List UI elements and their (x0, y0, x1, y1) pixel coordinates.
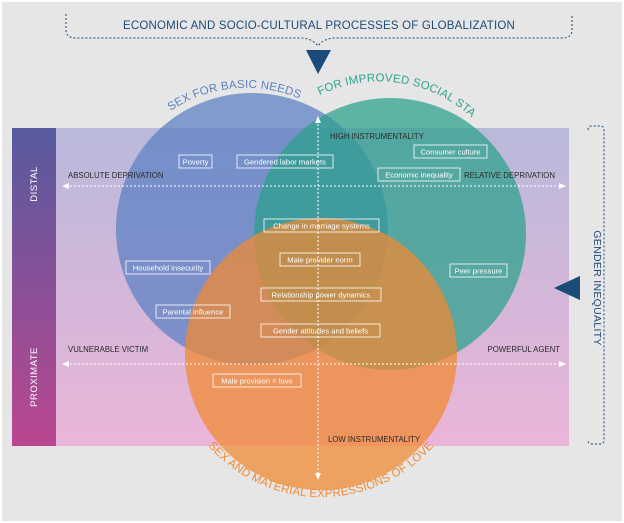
gender-inequality-label: GENDER INEQUALITY (591, 230, 603, 345)
vertical-axis-top-arrow (315, 116, 321, 123)
factor-poverty: Poverty (183, 158, 209, 167)
upper-axis-left-arrow (62, 183, 69, 189)
upper-axis-right-arrow (559, 183, 566, 189)
lower-axis-left-arrow (62, 361, 69, 367)
lower-axis-right-arrow (559, 361, 566, 367)
axis-absolute-deprivation: ABSOLUTE DEPRIVATION (68, 171, 163, 180)
distal-label: DISTAL (29, 166, 40, 202)
factor-consumer-culture: Consumer culture (421, 148, 481, 157)
distal-proximate-bar (12, 128, 56, 446)
factor-gendered-labor-markets: Gendered labor markets (244, 158, 326, 167)
factor-male-provision-love: Male provision = love (221, 377, 293, 386)
axis-relative-deprivation: RELATIVE DEPRIVATION (464, 171, 555, 180)
axis-vulnerable-victim: VULNERABLE VICTIM (68, 345, 148, 354)
axis-powerful-agent: POWERFUL AGENT (488, 345, 561, 354)
factor-box-gender-attitudes (260, 323, 381, 338)
factor-box-household-insecurity (125, 260, 211, 275)
factor-box-consumer-culture (413, 144, 488, 159)
factor-peer-pressure: Peer pressure (455, 267, 503, 276)
axis-low-instrumentality: LOW INSTRUMENTALITY (328, 435, 421, 444)
vertical-axis-bottom-arrow (315, 473, 321, 480)
axis-high-instrumentality: HIGH INSTRUMENTALITY (330, 132, 425, 141)
factor-male-provider-norm: Male provider norm (287, 256, 352, 265)
proximate-label: PROXIMATE (29, 347, 40, 407)
factor-parental-influence: Parental influence (163, 308, 224, 317)
factor-box-male-provision-love (212, 373, 302, 388)
factor-box-peer-pressure (449, 263, 508, 278)
factor-box-power-dynamics (260, 287, 382, 302)
factor-relationship-power-dynamics: Relationship power dynamics (272, 291, 371, 300)
factor-economic-inequality: Economic inequality (385, 171, 453, 180)
factor-box-parental-influence (155, 304, 231, 319)
header-title: ECONOMIC AND SOCIO-CULTURAL PROCESSES OF… (123, 20, 515, 32)
gender-inequality-brace (587, 125, 605, 445)
factor-box-gendered-labor (236, 154, 334, 169)
factor-box-marriage (263, 218, 380, 233)
circle-love (185, 218, 457, 490)
gender-inequality-arrow-icon (554, 276, 580, 300)
factor-box-economic-inequality (377, 167, 461, 182)
factor-box-male-provider (279, 252, 361, 267)
factor-change-in-marriage-systems: Change in marriage systems (273, 222, 370, 231)
factor-gender-attitudes-and-beliefs: Gender attitudes and beliefs (273, 327, 368, 336)
factor-household-insecurity: Household insecurity (133, 264, 204, 273)
factor-box-poverty (178, 154, 213, 169)
header-brace (65, 14, 573, 47)
header-arrow-icon (306, 50, 331, 74)
